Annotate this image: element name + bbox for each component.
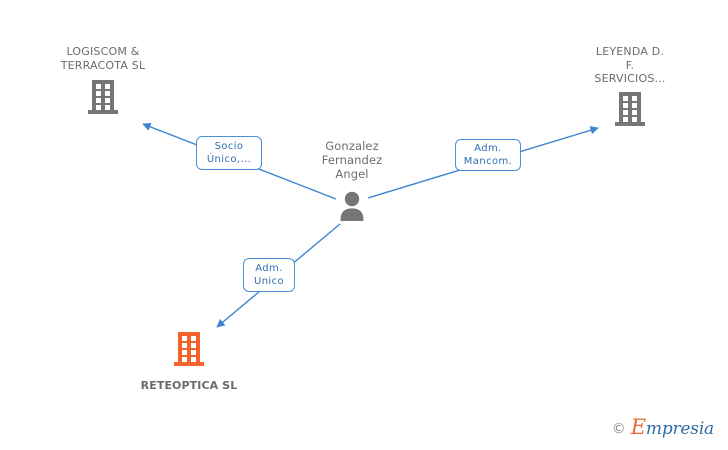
copyright-icon: © bbox=[611, 420, 626, 437]
watermark-empresia: © Empresia bbox=[611, 417, 714, 439]
company-node-leyenda[interactable]: LEYENDA D. F. SERVICIOS... bbox=[555, 45, 705, 132]
company-node-reteoptica[interactable]: RETEOPTICA SL bbox=[114, 330, 264, 393]
company-node-logiscom[interactable]: LOGISCOM & TERRACOTA SL bbox=[28, 45, 178, 120]
brand-initial: E bbox=[630, 415, 646, 439]
person-node-gonzalez-fernandez-angel[interactable]: Gonzalez Fernandez Angel bbox=[277, 139, 427, 226]
company-node-leyenda-label: LEYENDA D. F. SERVICIOS... bbox=[594, 45, 666, 85]
building-icon[interactable] bbox=[172, 330, 206, 372]
company-node-logiscom-label: LOGISCOM & TERRACOTA SL bbox=[60, 45, 146, 72]
building-icon[interactable] bbox=[613, 86, 647, 132]
edge-label-socio-unico[interactable]: Socio Único,... bbox=[196, 136, 262, 170]
edge-label-adm-mancom[interactable]: Adm. Mancom. bbox=[455, 139, 521, 171]
company-node-reteoptica-label: RETEOPTICA SL bbox=[140, 379, 238, 392]
brand-name: Empresia bbox=[631, 417, 714, 439]
brand-rest: mpresia bbox=[645, 419, 714, 439]
edge-label-adm-unico[interactable]: Adm. Unico bbox=[243, 258, 295, 292]
person-node-label: Gonzalez Fernandez Angel bbox=[321, 139, 383, 181]
building-icon[interactable] bbox=[86, 72, 120, 120]
person-icon[interactable] bbox=[336, 181, 368, 226]
